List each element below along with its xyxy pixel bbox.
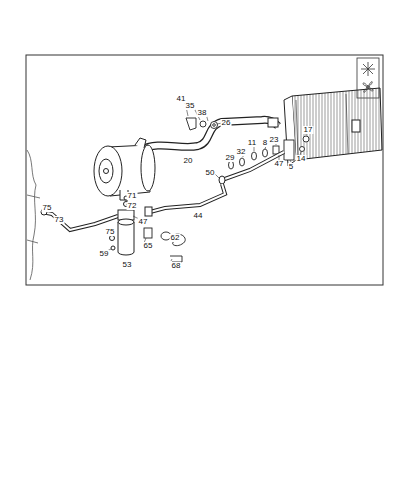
callout-number: 50 [205,169,216,177]
fittings-upper [186,118,309,169]
compressor [104,169,109,174]
callout-number: 5 [288,163,294,171]
fittings-upper [273,146,279,154]
fittings-upper [240,158,245,166]
callout-number: 68 [171,262,182,270]
pipe-47 [222,152,284,180]
callout-number: 71 [127,192,138,200]
callout-number: 59 [99,250,110,258]
callout-number: 75 [42,204,53,212]
callout-number: 32 [236,148,247,156]
callout-number: 38 [197,109,208,117]
callout-number: 14 [296,155,307,163]
callout-number: 47 [138,218,149,226]
callout-number: 53 [122,261,133,269]
callout-number: 23 [269,136,280,144]
pipe-73 [41,209,118,230]
compressor [135,138,146,148]
callout-number: 44 [193,212,204,220]
compressor [141,145,155,191]
pipe-47 [222,152,284,180]
callout-number: 17 [303,126,314,134]
condenser [292,88,382,160]
hose-20 [140,120,278,150]
body-edge [27,195,40,243]
compressor [94,138,155,200]
pipe-44 [145,207,152,216]
compressor [99,159,113,183]
fittings-upper [263,149,268,157]
fittings-upper [303,136,309,142]
receiver-drier [110,236,115,241]
pipe-44 [150,184,225,212]
leader-lines [254,133,306,151]
condenser [284,88,382,166]
callout-number: 73 [54,216,65,224]
callout-number: 29 [225,154,236,162]
callout-number: 8 [262,139,268,147]
fittings-upper [229,161,234,169]
leader-lines [107,233,172,261]
receiver-drier [118,222,134,255]
switches [144,228,152,238]
condenser [352,120,360,132]
fittings-upper [211,122,218,129]
leader-lines [126,173,219,219]
leader-lines [107,102,306,261]
condenser [284,96,296,166]
callout-number: 75 [105,228,116,236]
fittings-upper [186,118,196,130]
fittings-upper [252,152,257,160]
pipe-44 [150,184,225,212]
callout-number: 26 [221,119,232,127]
condenser [296,94,348,156]
callout-number: 20 [183,157,194,165]
receiver-drier [111,246,115,250]
hose-20 [140,118,278,150]
callout-number: 65 [143,242,154,250]
pipe-44 [145,184,225,216]
callout-number: 11 [247,139,257,147]
body-edge [27,150,36,280]
callout-number: 35 [185,102,196,110]
fittings-upper [284,140,294,160]
pipe-47 [219,152,284,184]
compressor [94,146,122,196]
body-edge [27,150,40,280]
fittings-upper [200,121,206,127]
leader-lines [185,102,222,124]
callout-number: 72 [127,202,138,210]
frame [26,55,383,285]
symbol-box [363,64,373,74]
hose-20 [140,120,278,150]
fittings-upper [213,124,216,127]
hose-20 [268,118,278,127]
pipe-47 [219,176,225,184]
callout-number: 62 [170,234,181,242]
callout-number: 47 [274,160,285,168]
fittings-upper [300,147,305,152]
receiver-drier [118,219,134,225]
symbol-box [363,64,373,74]
frame [26,55,383,285]
